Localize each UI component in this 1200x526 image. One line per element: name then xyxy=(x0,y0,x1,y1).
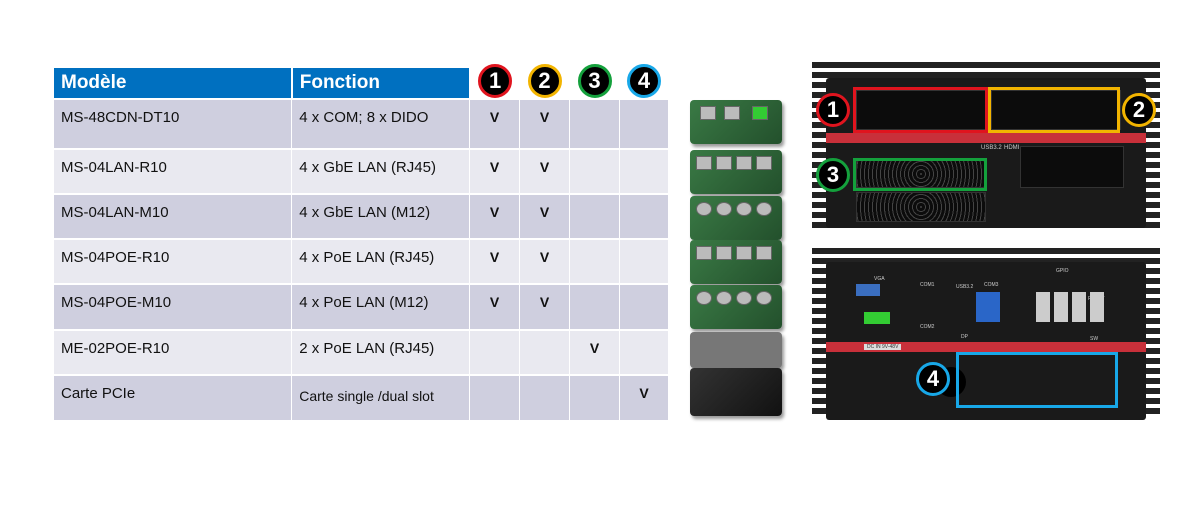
module-image-com xyxy=(690,100,782,144)
function-cell: 4 x PoE LAN (RJ45) xyxy=(291,238,471,284)
slot-4-cell xyxy=(619,98,670,149)
function-cell: 4 x COM; 8 x DIDO xyxy=(291,98,471,149)
function-cell: Carte single /dual slot xyxy=(291,374,471,420)
slot-3-cell: V xyxy=(569,329,620,375)
slot-4-cell xyxy=(619,148,670,194)
model-cell: ME-02POE-R10 xyxy=(54,329,293,375)
slot-4-cell: V xyxy=(619,374,670,420)
module-image-poe-2port xyxy=(690,332,782,368)
slot-3-badge: 3 xyxy=(577,64,612,98)
slot-3-cell xyxy=(569,374,620,420)
slot-2-cell: V xyxy=(519,193,571,239)
slot-1-outline xyxy=(853,87,988,133)
slot-2-cell xyxy=(519,329,571,375)
slot-2-cell xyxy=(519,374,571,420)
function-cell: 4 x GbE LAN (M12) xyxy=(291,193,471,239)
slot-3-cell xyxy=(569,98,620,149)
slot-1-cell: V xyxy=(469,283,521,330)
model-cell: MS-04LAN-R10 xyxy=(54,148,293,194)
module-image-poe-rj45 xyxy=(690,240,782,284)
slot-1-cell: V xyxy=(469,148,521,194)
slot-1-marker: 1 xyxy=(816,93,850,127)
slot-1-cell: V xyxy=(469,193,521,239)
slot-2-outline xyxy=(988,87,1120,133)
model-cell: MS-48CDN-DT10 xyxy=(54,98,293,149)
slot-1-cell xyxy=(469,374,521,420)
header-model: Modèle xyxy=(54,68,293,99)
function-cell: 4 x PoE LAN (M12) xyxy=(291,283,471,330)
function-cell: 2 x PoE LAN (RJ45) xyxy=(291,329,471,375)
model-cell: Carte PCIe xyxy=(54,374,293,420)
slot-1-cell: V xyxy=(469,238,521,284)
slot-4-outline xyxy=(956,352,1118,408)
model-cell: MS-04LAN-M10 xyxy=(54,193,293,239)
device-rear: VGA COM1 COM2 COM3 USB3.2 DP GPIO RESET … xyxy=(826,262,1146,420)
module-image-lan-rj45 xyxy=(690,150,782,194)
module-image-pcie-card xyxy=(690,368,782,416)
slot-4-badge: 4 xyxy=(626,64,661,98)
slot-3-cell xyxy=(569,148,620,194)
module-image-lan-m12 xyxy=(690,196,782,240)
slot-3-outline xyxy=(853,158,987,191)
model-cell: MS-04POE-R10 xyxy=(54,238,293,284)
slot-1-cell xyxy=(469,329,521,375)
slot-2-cell: V xyxy=(519,283,571,330)
slot-3-marker: 3 xyxy=(816,158,850,192)
module-image-poe-m12 xyxy=(690,285,782,329)
slot-2-cell: V xyxy=(519,238,571,284)
slot-1-badge: 1 xyxy=(478,64,513,98)
slot-4-cell xyxy=(619,193,670,239)
function-cell: 4 x GbE LAN (RJ45) xyxy=(291,148,471,194)
slot-3-cell xyxy=(569,238,620,284)
model-cell: MS-04POE-M10 xyxy=(54,283,293,330)
slot-4-cell xyxy=(619,283,670,330)
slot-2-cell: V xyxy=(519,148,571,194)
slot-4-marker: 4 xyxy=(916,362,950,396)
slot-3-cell xyxy=(569,283,620,330)
slot-2-marker: 2 xyxy=(1122,93,1156,127)
slot-4-cell xyxy=(619,238,670,284)
slot-3-cell xyxy=(569,193,620,239)
slot-2-cell: V xyxy=(519,98,571,149)
slot-1-cell: V xyxy=(469,98,521,149)
slot-2-badge: 2 xyxy=(527,64,562,98)
slot-4-cell xyxy=(619,329,670,375)
header-function: Fonction xyxy=(291,68,471,99)
